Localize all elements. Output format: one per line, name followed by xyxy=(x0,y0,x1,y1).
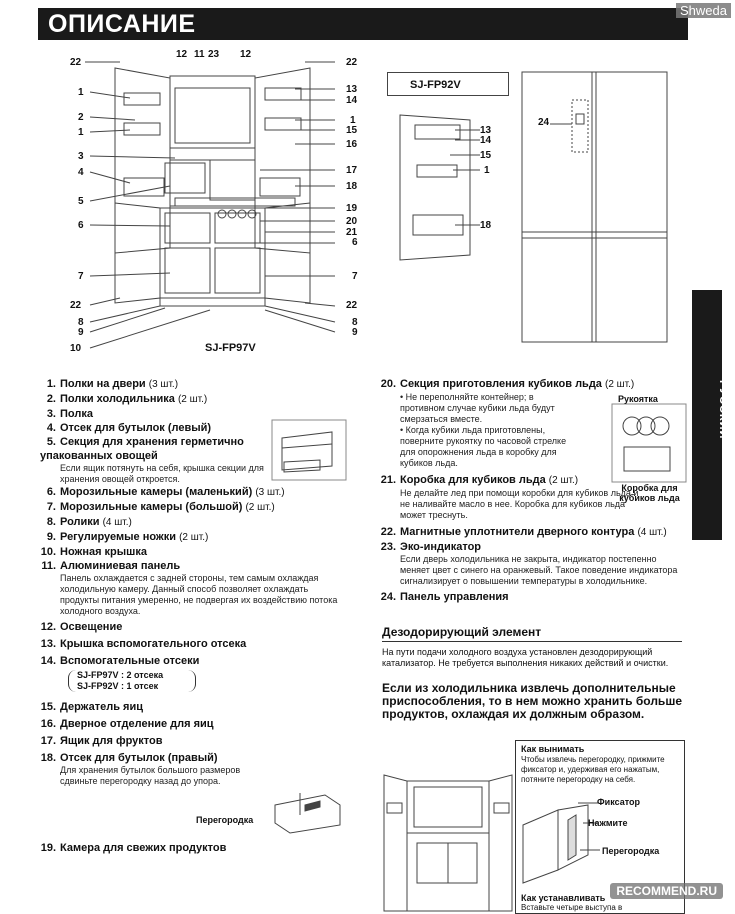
list-item: 8.Ролики (4 шт.) xyxy=(40,515,340,530)
side-callout-18: 18 xyxy=(480,220,491,231)
deodorizer-title: Дезодорирующий элемент xyxy=(382,625,541,639)
deodorizer-divider xyxy=(382,641,682,642)
callout-19: 19 xyxy=(346,203,357,214)
removal-heading: Если из холодильника извлечь дополнитель… xyxy=(382,682,682,721)
removal-box-text: Чтобы извлечь перегородку, прижмите фикс… xyxy=(521,755,681,785)
list-item: 14.Вспомогательные отсеки xyxy=(40,654,340,668)
callout-1b: 1 xyxy=(78,127,84,138)
vegetable-drawer-sketch xyxy=(270,418,350,483)
list-item: 7.Морозильные камеры (большой) (2 шт.) xyxy=(40,500,340,515)
callout-6: 6 xyxy=(78,220,84,231)
callout-18: 18 xyxy=(346,181,357,192)
list-item: 6.Морозильные камеры (маленький) (3 шт.) xyxy=(40,485,340,500)
icemaker-box-label: Коробка для кубиков льда xyxy=(612,483,687,503)
front-callout-24: 24 xyxy=(538,117,549,128)
list-item: 20.Секция приготовления кубиков льда (2 … xyxy=(380,377,685,392)
removal-partition-label: Перегородка xyxy=(602,846,659,856)
site-watermark: RECOMMEND.RU xyxy=(610,883,723,899)
callout-23: 23 xyxy=(208,49,219,60)
item14-models: SJ-FP97V : 2 отсека SJ-FP92V : 1 отсек xyxy=(68,670,196,692)
callout-10: 10 xyxy=(70,343,81,354)
model-label-fp92v: SJ-FP92V xyxy=(410,79,461,91)
callout-16: 16 xyxy=(346,139,357,150)
page-title: ОПИСАНИЕ xyxy=(48,8,196,40)
callout-22: 22 xyxy=(70,57,81,68)
side-callout-1: 1 xyxy=(484,165,490,176)
model-label-fp97v: SJ-FP97V xyxy=(205,342,256,354)
callout-15: 15 xyxy=(346,125,357,136)
parts-list-left-19: 19.Камера для свежих продуктов xyxy=(40,841,340,855)
side-callout-14: 14 xyxy=(480,135,491,146)
item14-model-fp97v: SJ-FP97V : 2 отсека xyxy=(77,670,187,681)
list-item: 11.Алюминиевая панель Панель охлаждается… xyxy=(40,559,340,617)
callout-7: 7 xyxy=(78,271,84,282)
callout-22b: 22 xyxy=(70,300,81,311)
icemaker-sketch xyxy=(610,402,688,484)
list-item: 12.Освещение xyxy=(40,620,340,634)
list-item: 5.Секция для хранения герметично упакова… xyxy=(40,435,265,485)
callout-9b: 9 xyxy=(352,327,358,338)
callout-22d: 22 xyxy=(346,300,357,311)
list-item: 9.Регулируемые ножки (2 шт.) xyxy=(40,530,340,545)
side-callout-15: 15 xyxy=(480,150,491,161)
callout-12: 12 xyxy=(176,49,187,60)
fridge-open-diagram xyxy=(40,48,385,358)
icemaker-handle-label: Рукоятка xyxy=(618,394,658,404)
install-title: Как устанавливать xyxy=(521,893,605,903)
partition-removal-sketch xyxy=(518,795,680,885)
partition-label: Перегородка xyxy=(196,815,253,825)
fridge-front-diagram xyxy=(520,70,670,350)
callout-11: 11 xyxy=(194,49,205,60)
callout-22c: 22 xyxy=(346,57,357,68)
callout-20: 20 xyxy=(346,216,357,227)
list-item: 17.Ящик для фруктов xyxy=(40,734,340,748)
install-text: Вставьте четыре выступа в xyxy=(521,903,622,912)
list-item: 23.Эко-индикатор Если дверь холодильника… xyxy=(380,540,685,587)
list-item: 19.Камера для свежих продуктов xyxy=(40,841,340,855)
list-item: 2.Полки холодильника (2 шт.) xyxy=(40,392,340,407)
list-item: 15.Держатель яиц xyxy=(40,700,340,714)
item20-bullet-2: • Когда кубики льда приготовлены, поверн… xyxy=(400,425,580,469)
callout-1: 1 xyxy=(78,87,84,98)
item20-bullet-1: • Не переполняйте контейнер; в противном… xyxy=(400,392,580,425)
callout-6b: 6 xyxy=(352,237,358,248)
list-item: 16.Дверное отделение для яиц xyxy=(40,717,340,731)
deodorizer-text: На пути подачи холодного воздуха установ… xyxy=(382,647,682,669)
callout-4: 4 xyxy=(78,167,84,178)
watermark: Shweda xyxy=(676,3,731,18)
language-tab-label: РУССКИЙ xyxy=(685,380,729,439)
callout-13: 13 xyxy=(346,84,357,95)
callout-17: 17 xyxy=(346,165,357,176)
list-item: 18.Отсек для бутылок (правый) Для хранен… xyxy=(40,751,270,787)
list-item: 13.Крышка вспомогательного отсека xyxy=(40,637,340,651)
list-item: 10.Ножная крышка xyxy=(40,545,340,559)
list-item: 1.Полки на двери (3 шт.) xyxy=(40,377,340,392)
item20-bullets: • Не переполняйте контейнер; в противном… xyxy=(380,392,580,469)
callout-12b: 12 xyxy=(240,49,251,60)
bottle-partition-sketch xyxy=(270,785,345,835)
lock-label: Фиксатор xyxy=(597,797,640,807)
callout-2: 2 xyxy=(78,112,84,123)
callout-14: 14 xyxy=(346,95,357,106)
callout-5: 5 xyxy=(78,196,84,207)
callout-9: 9 xyxy=(78,327,84,338)
callout-7b: 7 xyxy=(352,271,358,282)
list-item: 24.Панель управления xyxy=(380,590,685,604)
removal-box-title: Как вынимать xyxy=(521,744,584,754)
press-label: Нажмите xyxy=(588,818,628,828)
item14-model-fp92v: SJ-FP92V : 1 отсек xyxy=(77,681,187,692)
list-item: 22.Магнитные уплотнители дверного контур… xyxy=(380,525,685,540)
callout-3: 3 xyxy=(78,151,84,162)
fridge-partition-diagram xyxy=(382,773,514,913)
